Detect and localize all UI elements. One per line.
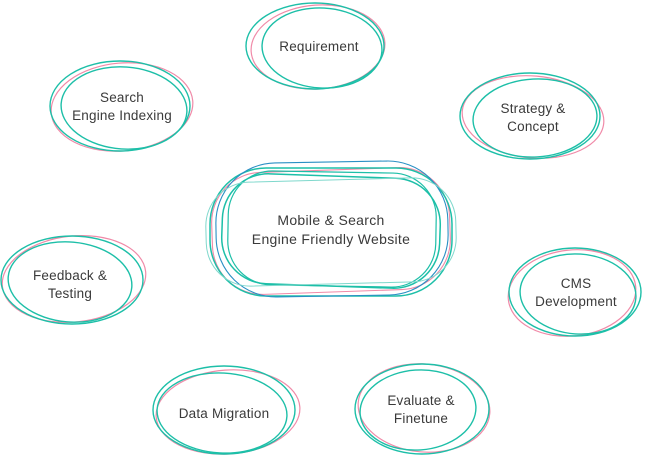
node-label-data-migration: Data Migration	[178, 405, 270, 421]
node-evaluate-rings	[354, 363, 491, 455]
node-cms-rings	[507, 247, 642, 337]
node-feedback-rings	[0, 234, 147, 325]
node-data-migration-rings	[152, 365, 301, 455]
node-requirement-rings	[245, 2, 386, 90]
center-label: Mobile & Search Engine Friendly Website	[251, 212, 411, 247]
node-label-strategy: Strategy & Concept	[500, 100, 566, 134]
node-label-search-indexing: Search Engine Indexing	[72, 89, 172, 123]
center-rings	[205, 160, 457, 298]
node-label-cms: CMS Development	[535, 275, 617, 309]
node-search-indexing-rings	[49, 60, 194, 152]
node-strategy-rings	[459, 72, 605, 160]
node-label-feedback: Feedback & Testing	[32, 267, 108, 301]
node-label-evaluate: Evaluate & Finetune	[387, 392, 455, 426]
node-label-requirement: Requirement	[279, 38, 359, 54]
